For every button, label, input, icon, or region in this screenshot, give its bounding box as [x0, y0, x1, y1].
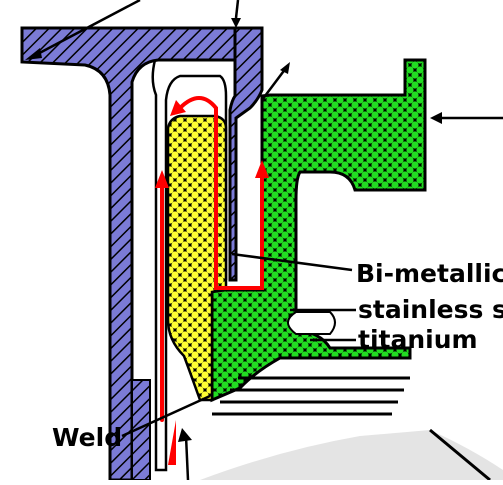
top-arrows: [29, 0, 503, 120]
label-bimetallic: Bi-metallic: [356, 259, 503, 288]
flow-arrowheads: [155, 100, 269, 465]
titanium-notch: [287, 311, 336, 335]
inner-cavity: [151, 59, 228, 472]
flow-path: [160, 96, 264, 422]
lower-plates: [212, 376, 410, 416]
label-weld: Weld: [52, 423, 122, 452]
stipple-edge: [429, 428, 491, 482]
label-leader-arrowheads: [178, 428, 192, 442]
stainless-inner-tube: [228, 26, 264, 282]
bimetallic-insert: [166, 114, 228, 402]
top-arrowheads: [25, 18, 442, 124]
stipple-region: [200, 430, 503, 480]
label-stainless: stainless s: [358, 295, 503, 324]
label-leaders: [121, 252, 356, 481]
label-titanium: titanium: [358, 325, 478, 354]
